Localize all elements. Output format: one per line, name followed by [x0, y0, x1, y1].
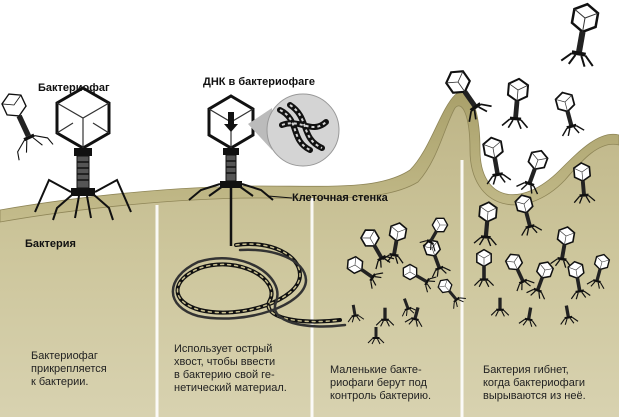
- caption-line: прикрепляется: [31, 363, 107, 375]
- phage-particle: [445, 70, 492, 122]
- caption-step-1: Бактериофаг прикрепляется к бактерии.: [31, 350, 107, 389]
- phage-particle: [382, 222, 408, 264]
- phage-particle: [437, 278, 466, 309]
- phage-particle: [367, 327, 385, 345]
- caption-line: Бактериофаг: [31, 350, 98, 362]
- caption-step-2: Использует острый хвост, чтобы ввести в …: [174, 343, 287, 395]
- attached-phage: [34, 86, 132, 221]
- caption-line: когда бактериофаги: [483, 377, 586, 389]
- phage-particle: [375, 307, 395, 327]
- dna-loop: [171, 242, 347, 328]
- phage-particle: [419, 217, 449, 252]
- phage-particle: [401, 298, 418, 317]
- label-bacteriophage: Бактериофаг: [38, 82, 110, 94]
- caption-line: риофаги берут под: [330, 377, 427, 389]
- phage-particle: [404, 307, 423, 327]
- phage-particle: [347, 304, 365, 323]
- caption-line: нетический материал.: [174, 382, 287, 394]
- caption-step-4: Бактерия гибнет, когда бактериофаги выры…: [483, 364, 586, 403]
- label-cell-wall: Клеточная стенка: [292, 192, 388, 204]
- injecting-phage: [188, 94, 274, 246]
- phage-particle: [516, 149, 549, 195]
- caption-line: Использует острый: [174, 343, 273, 355]
- caption-line: к бактерии.: [31, 376, 89, 388]
- phage-particle: [560, 2, 600, 67]
- label-dna-in-phage: ДНК в бактериофаге: [203, 76, 315, 88]
- dna-zoom-callout: [248, 93, 340, 167]
- phage-particle: [567, 260, 591, 300]
- bacterium-body: [0, 91, 619, 417]
- cell-wall-band: [0, 91, 619, 223]
- bursting-phages-panel4: [445, 2, 611, 327]
- phage-particle: [554, 91, 585, 137]
- phage-particle: [518, 307, 537, 327]
- cell-wall-pointer: [267, 195, 293, 199]
- phage-particle: [482, 136, 512, 185]
- label-bacterium: Бактерия: [25, 238, 76, 250]
- caption-step-3: Маленькие бакте- риофаги берут под контр…: [330, 364, 431, 403]
- phage-particle: [473, 248, 495, 288]
- caption-line: в бактерию свой ге-: [174, 369, 275, 381]
- caption-line: хвост, чтобы ввести: [174, 356, 276, 368]
- phage-particle: [586, 253, 611, 289]
- phage-particle: [422, 239, 451, 278]
- phage-particle: [501, 77, 530, 130]
- phage-particle: [504, 253, 535, 292]
- phage-particle: [360, 229, 395, 270]
- new-phages-panel3: [346, 217, 466, 345]
- caption-line: Бактерия гибнет,: [483, 364, 569, 376]
- phage-particle: [526, 261, 555, 300]
- caption-line: Маленькие бакте-: [330, 364, 422, 376]
- phage-particle: [402, 263, 437, 293]
- phage-particle: [473, 201, 498, 247]
- phage-particle: [490, 297, 510, 317]
- phage-particle: [572, 161, 596, 204]
- phage-particle: [346, 255, 384, 289]
- phage-particle: [550, 226, 576, 268]
- phage-particle: [514, 194, 543, 236]
- caption-line: вырываются из неё.: [483, 390, 586, 402]
- caption-line: контроль бактерию.: [330, 390, 432, 402]
- small-phage: [1, 93, 54, 161]
- phage-particle: [560, 305, 579, 325]
